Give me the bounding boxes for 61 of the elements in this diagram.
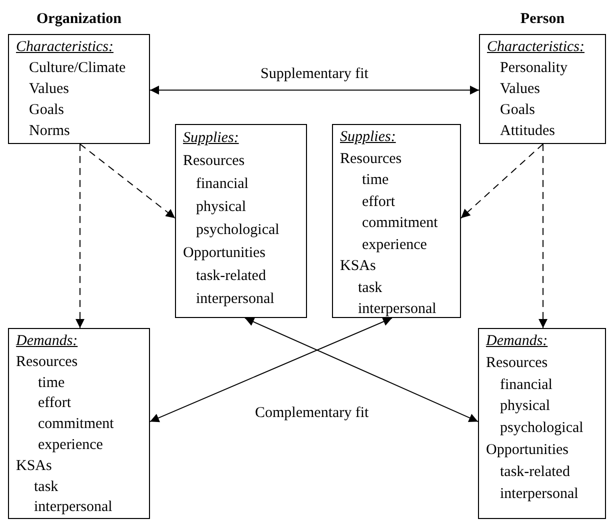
section-heading: Supplies: [183,129,239,148]
list-item: interpersonal [358,300,436,319]
list-item: physical [196,198,246,217]
section-heading: Supplies: [340,128,396,147]
arrow [150,317,392,422]
list-item: KSAs [16,456,52,476]
list-item: task [34,478,58,497]
arrow [76,144,84,328]
column-heading: Person [520,10,565,29]
arrow [80,144,176,219]
list-item: Resources [183,152,245,171]
arrow [538,144,548,328]
list-item: Culture/Climate [29,59,126,78]
list-item: Opportunities [486,440,568,460]
list-item: task [358,278,382,298]
section-heading: Demands: [486,332,548,351]
list-item: Goals [500,101,535,120]
list-item: financial [196,175,248,194]
arrow [150,86,480,95]
list-item: interpersonal [34,498,112,518]
list-item: Goals [29,101,64,120]
edge-label: Supplementary fit [260,65,368,84]
text-box [478,328,606,519]
list-item: psychological [500,419,584,438]
list-item: task-related [196,267,266,286]
list-item: interpersonal [500,484,578,504]
list-item: Resources [340,150,402,168]
list-item: Norms [29,122,70,141]
text-box [8,34,150,144]
list-item: financial [500,376,552,395]
list-item: effort [362,192,396,212]
list-item: commitment [362,214,438,233]
list-item: task-related [500,462,570,482]
list-item: physical [500,397,550,416]
section-heading: Characteristics: [16,38,114,57]
list-item: experience [362,236,427,254]
list-item: psychological [196,221,280,240]
list-item: interpersonal [196,290,274,309]
list-item: Personality [500,59,568,78]
section-heading: Characteristics: [487,38,584,57]
column-heading: Organization [36,10,122,29]
text-box [8,328,150,519]
list-item: commitment [38,415,114,434]
list-item: KSAs [340,257,376,276]
list-item: experience [38,436,103,455]
list-item: Resources [486,354,548,373]
list-item: Values [500,80,540,99]
list-item: time [362,171,389,190]
list-item: time [38,374,65,393]
arrow [244,318,478,422]
list-item: effort [38,394,72,414]
list-item: Resources [16,352,78,372]
fit-label: Complementary fit [255,404,369,423]
list-item: Values [29,80,69,99]
section-heading: Demands: [16,332,78,351]
arrow [460,144,544,219]
list-item: Attitudes [500,122,555,141]
text-box [479,34,606,144]
text-box [332,124,461,318]
text-box [175,124,307,318]
list-item: Opportunities [183,244,266,263]
